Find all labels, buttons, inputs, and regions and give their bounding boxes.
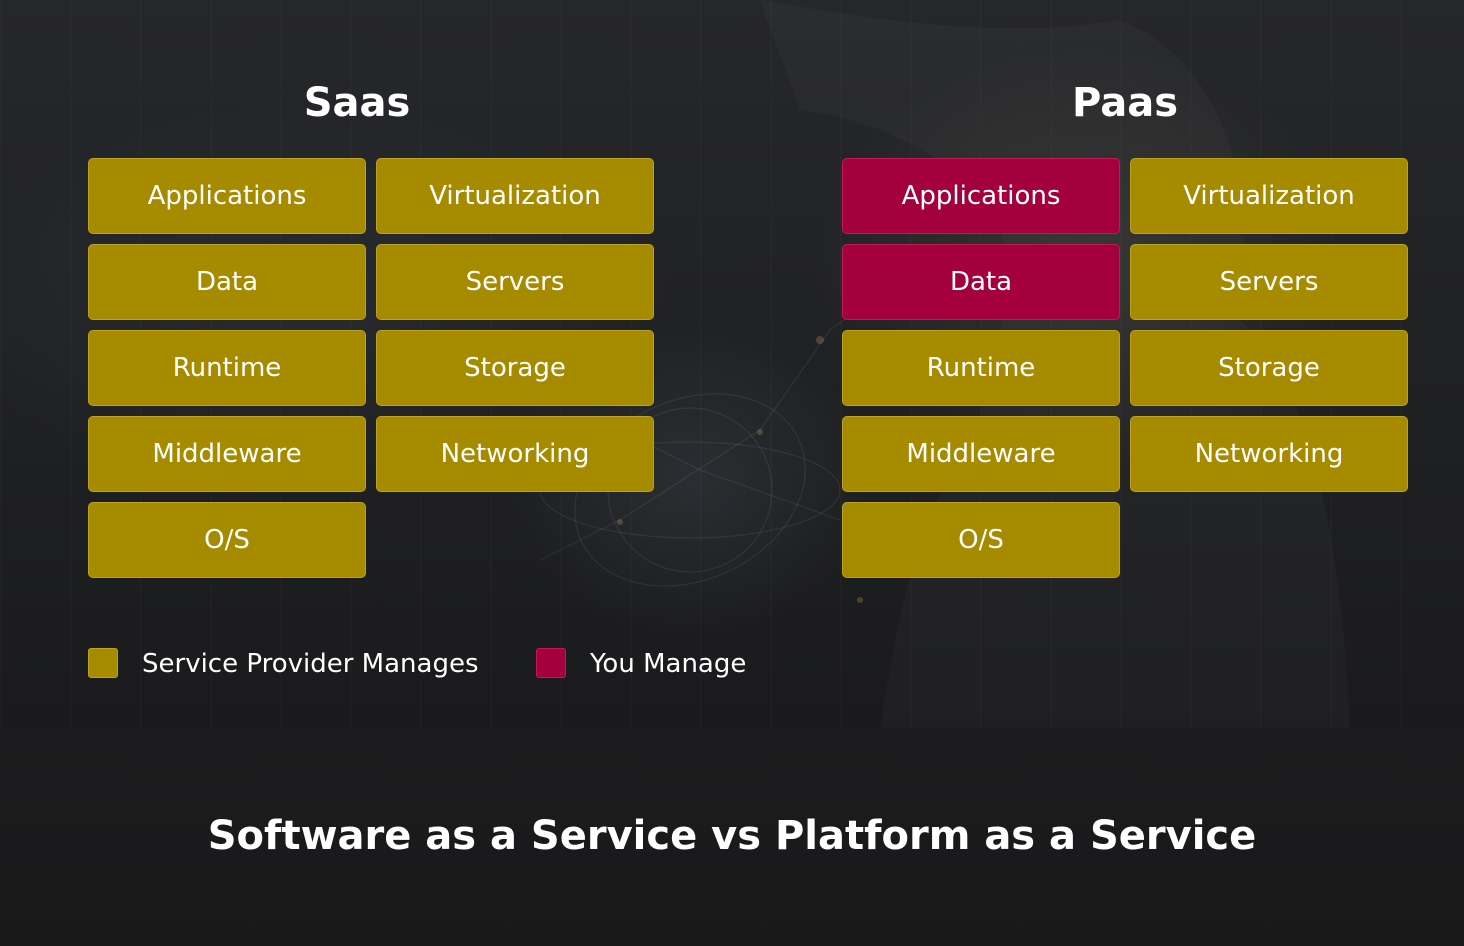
saas-tile-middleware: Middleware [88,416,366,492]
paas-tile-o-s: O/S [842,502,1120,578]
paas-tile-servers: Servers [1130,244,1408,320]
paas-tile-data: Data [842,244,1120,320]
paas-title: Paas [1071,80,1179,126]
saas-title: Saas [303,80,411,126]
caption-band [0,728,1464,946]
legend-swatch-you [536,648,566,678]
paas-tile-runtime: Runtime [842,330,1120,406]
paas-tile-networking: Networking [1130,416,1408,492]
saas-tile-virtualization: Virtualization [376,158,654,234]
legend-label-provider: Service Provider Manages [142,649,479,679]
paas-tile-storage: Storage [1130,330,1408,406]
saas-tile-o-s: O/S [88,502,366,578]
legend-label-you: You Manage [590,649,747,679]
diagram-caption: Software as a Service vs Platform as a S… [207,813,1257,859]
saas-tile-servers: Servers [376,244,654,320]
paas-tile-applications: Applications [842,158,1120,234]
saas-tile-storage: Storage [376,330,654,406]
saas-tile-data: Data [88,244,366,320]
saas-tile-networking: Networking [376,416,654,492]
saas-tile-runtime: Runtime [88,330,366,406]
saas-tile-applications: Applications [88,158,366,234]
legend-swatch-provider [88,648,118,678]
paas-tile-middleware: Middleware [842,416,1120,492]
paas-tile-virtualization: Virtualization [1130,158,1408,234]
